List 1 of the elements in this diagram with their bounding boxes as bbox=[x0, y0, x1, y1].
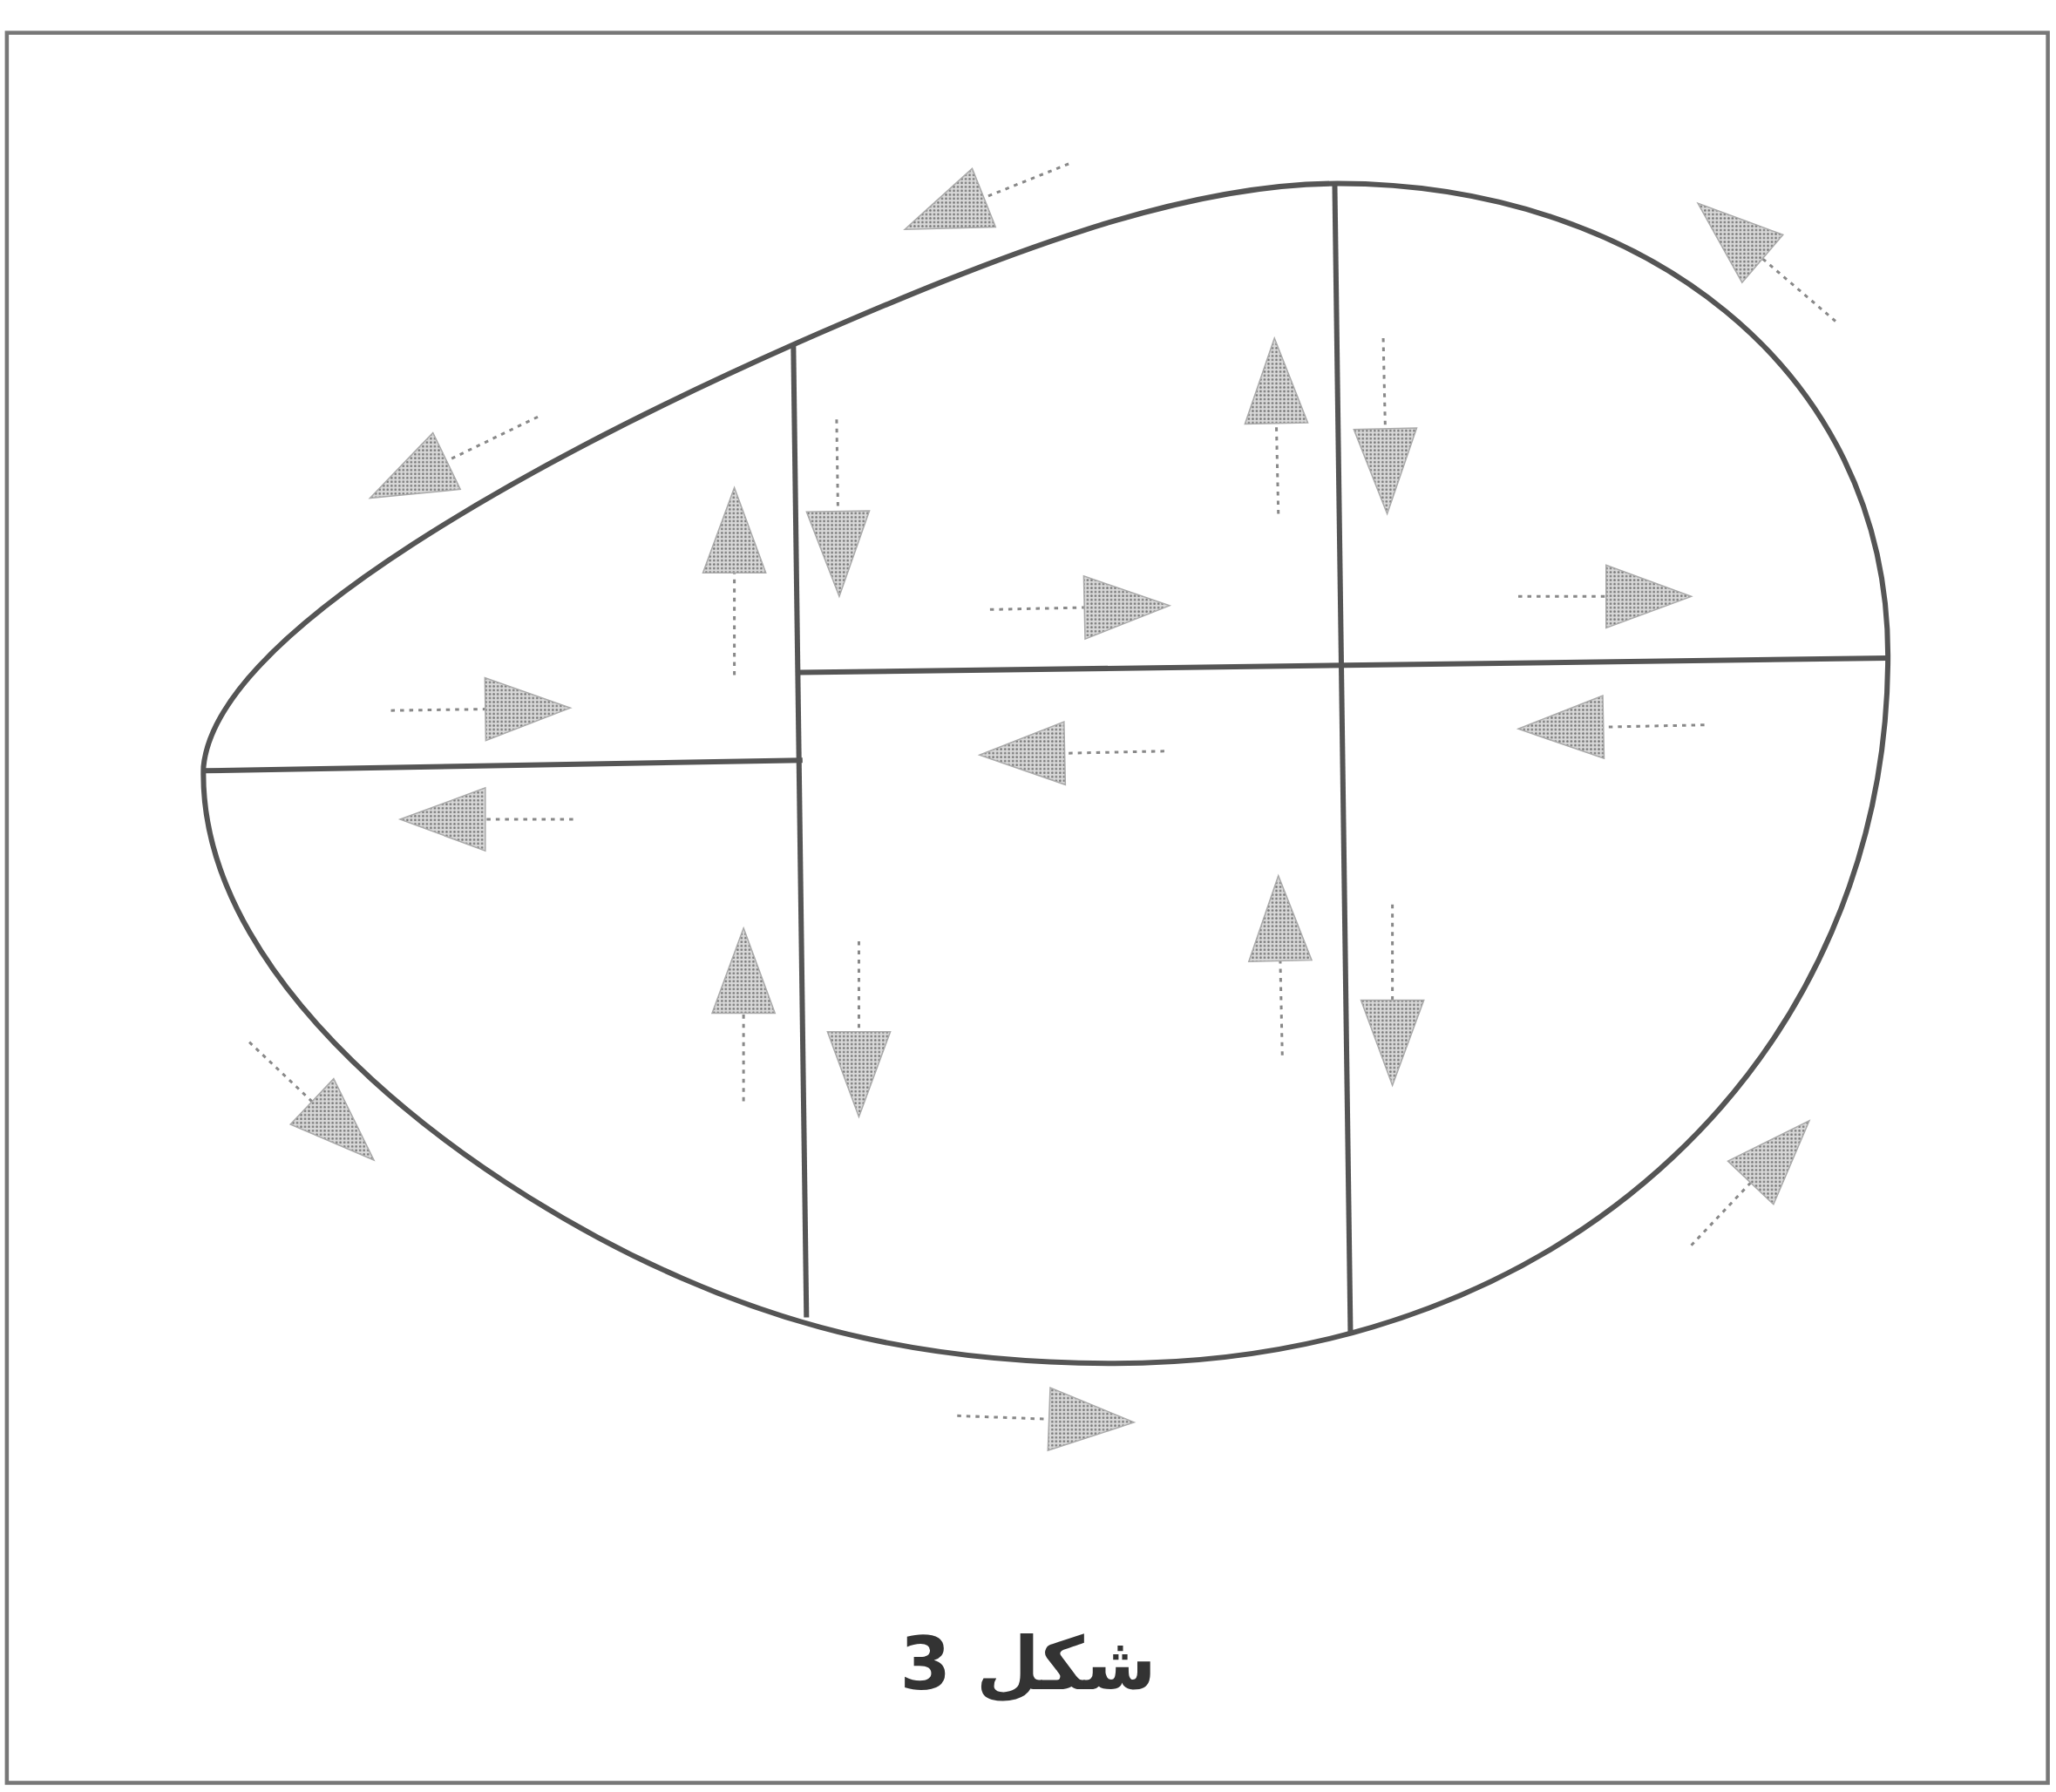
figure-caption: شکل 3 bbox=[899, 1621, 1157, 1707]
